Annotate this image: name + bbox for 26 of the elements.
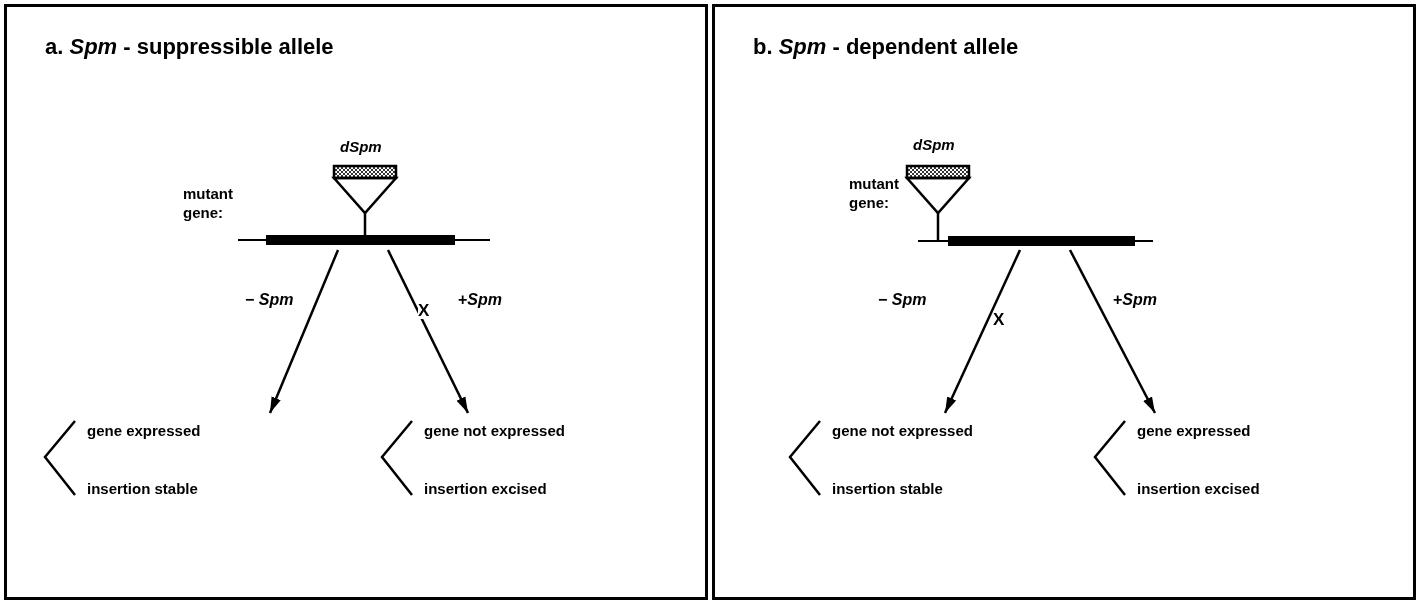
edge-label: − Spm [245, 290, 294, 309]
insertion-label: dSpm [913, 136, 955, 153]
panel-title: b. Spm - dependent allele [753, 33, 1019, 61]
outcome-text: insertion stable [832, 479, 943, 498]
panel [4, 4, 708, 600]
outcome-text: gene expressed [87, 421, 201, 440]
edge-label: − Spm [878, 290, 927, 309]
outcome-text: gene not expressed [832, 421, 973, 440]
blocked-mark: X [418, 302, 430, 319]
outcome-text: gene expressed [1137, 421, 1251, 440]
edge-label: +Spm [1113, 290, 1157, 309]
gene-label: mutant gene: [183, 184, 234, 222]
outcome-text: insertion excised [1137, 479, 1260, 498]
panel-title: a. Spm - suppressible allele [45, 33, 334, 61]
outcome-text: gene not expressed [424, 421, 565, 440]
panel [712, 4, 1416, 600]
insertion-label: dSpm [340, 138, 382, 155]
arrow [268, 249, 340, 414]
outcome-text: insertion excised [424, 479, 547, 498]
gene-label: mutant gene: [849, 174, 900, 212]
arrow [1068, 249, 1157, 414]
arrow [386, 249, 470, 414]
arrow [943, 249, 1022, 414]
edge-label: +Spm [458, 290, 502, 309]
outcome-text: insertion stable [87, 479, 198, 498]
blocked-mark: X [993, 311, 1005, 328]
